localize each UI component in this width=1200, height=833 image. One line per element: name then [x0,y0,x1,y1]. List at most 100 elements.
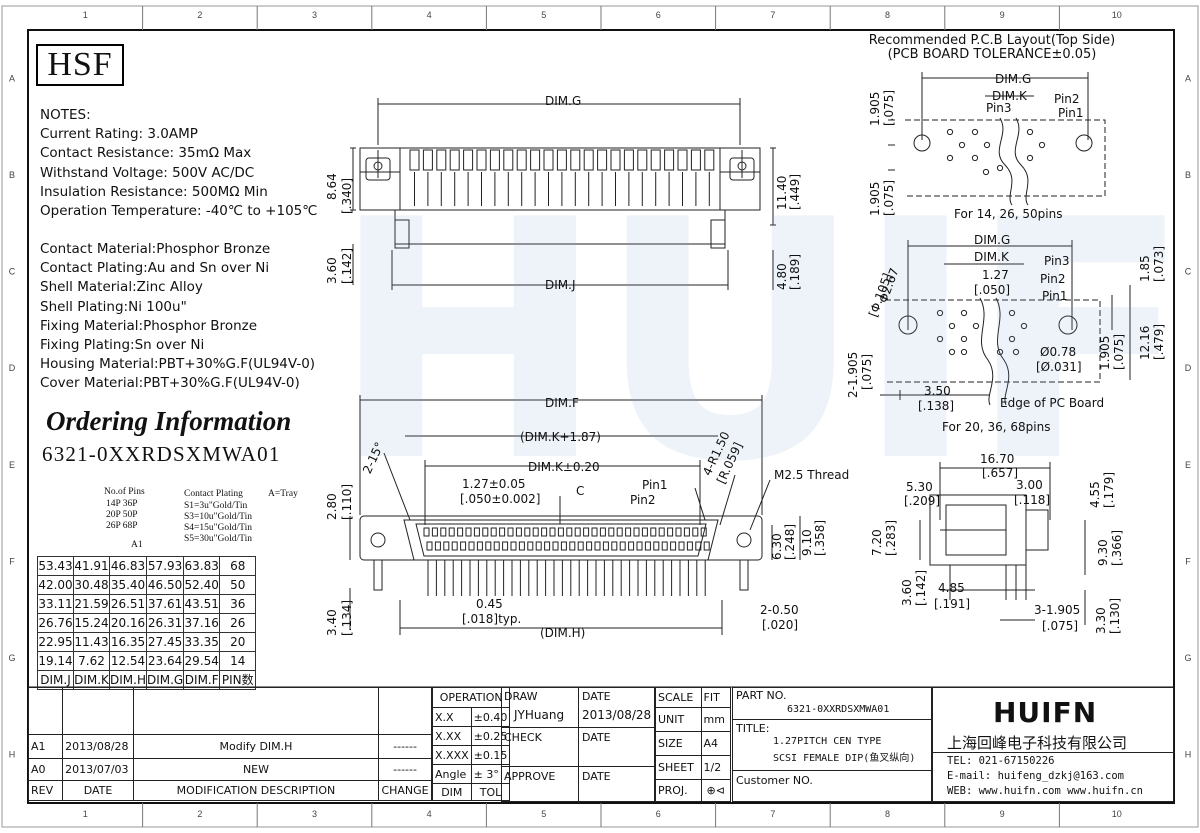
note-line: Operation Temperature: -40℃ to +105℃ [40,203,318,220]
dim-table-cell: 33.11 [37,594,74,614]
notes-heading: NOTES: [40,107,91,123]
dim-k-020: DIM.K±0.20 [528,460,600,474]
pcb-hole [971,154,979,162]
contact-slot [476,149,487,171]
contact-pin [625,527,632,537]
dim-table-cell: 26.51 [109,594,147,614]
contact-pin [577,541,584,551]
pcb-hole [1026,128,1034,136]
pcb-hole [982,168,990,176]
dim-table-cell: 19.14 [37,651,74,671]
contact-pin [465,527,472,537]
divider [502,766,656,767]
grid-col-label: 7 [770,10,775,20]
pcb1-075-a: [.075] [882,89,896,126]
check-label: CHECK [504,731,542,744]
pcb-hole [1026,154,1034,162]
contact-slot [436,149,447,171]
grid-col-label: 9 [1000,10,1005,20]
pcb2-pin1: Pin1 [1042,289,1068,303]
sheet-label: SHEET [655,755,702,780]
side-300: 3.00 [1016,478,1043,492]
notes-block: NOTES: Current Rating: 3.0AMP Contact Re… [40,106,317,221]
contact-pin [686,541,693,551]
grid-row-label: B [1185,170,1191,180]
note-line: Current Rating: 3.0AMP [40,126,198,143]
grid-col-label: 1 [83,809,88,819]
contact-pin [560,541,567,551]
contact-pin [457,527,464,537]
dim-280: 2.80 [325,493,339,520]
dim-910: 9.10 [800,529,814,556]
contact-pin [434,541,441,551]
dim-table-cell: 35.40 [109,575,147,595]
contact-pin [431,527,438,537]
grid-col-label: 8 [885,809,890,819]
pcb1-caption: For 14, 26, 50pins [954,207,1063,221]
contact-pin [569,541,576,551]
contact-pin [552,541,559,551]
grid-row-label: F [1185,556,1191,566]
side-366: [.366] [1110,529,1124,566]
contact-pin [451,541,458,551]
customer-label: Customer NO. [736,774,813,787]
dim-248: [.248] [783,523,797,560]
dim-table-header-cell: DIM.F [183,670,221,690]
sheet-value: 1/2 [700,755,732,780]
rev-desc-cell: Modify DIM.H [132,734,380,759]
contact-pin [633,527,640,537]
dim-table-header-cell: PIN数 [219,670,257,690]
dim-table-cell: 26.76 [37,613,74,633]
dim-table-cell: 52.40 [183,575,221,595]
contact-pin [532,527,539,537]
projection-icon: ⊕⊲ [700,779,732,802]
note-line: Withstand Voltage: 500V AC/DC [40,164,255,181]
rev-date-cell: 2013/08/28 [62,734,134,759]
contact-pin [490,527,497,537]
dim-k-187: (DIM.K+1.87) [520,430,601,444]
dim-table-cell: 42.00 [37,575,74,595]
material-line: Contact Material:Phosphor Bronze [40,241,271,257]
rev-desc-header: MODIFICATION DESCRIPTION [132,780,380,801]
pins-option: 14P 36P [106,499,138,509]
pcb-hole [958,141,966,149]
pcb-heading-line1: Recommended P.C.B Layout(Top Side) [868,33,1116,48]
pcb1-pin3: Pin3 [986,101,1012,115]
grid-col-label: 9 [1000,809,1005,819]
contact-pin [485,541,492,551]
pcb-hole [971,128,979,136]
contact-pin [583,527,590,537]
dim-020: [.020] [762,618,799,632]
pcb-hole [936,309,944,317]
contact-slot [664,149,675,171]
plating-option: S4=15u"Gold/Tin [184,523,253,533]
pcb-hole [936,335,944,343]
front-view-drawing [349,395,801,635]
contact-pin [535,541,542,551]
pcb-hole [1008,335,1016,343]
side-3-1905: 3-1.905 [1034,603,1081,617]
pcb2-phi031: [Ø.031] [1036,360,1082,374]
contact-pin [641,527,648,537]
dim-label: DIM [432,783,472,801]
contact-pin [524,527,531,537]
contact-slot [530,149,541,171]
side-283: [.283] [884,519,898,556]
contact-pin [566,527,573,537]
operation-label: OPERATION [431,687,511,708]
pcb2-073: [.073] [1152,245,1166,282]
dim-table-cell: 15.24 [73,613,110,633]
contact-pin [611,541,618,551]
rev-cell: A1 [27,734,64,759]
ordering-title: Ordering Information [46,406,292,436]
rev-cell: A0 [27,758,64,781]
plating-option: S3=10u"Gold/Tin [184,512,253,522]
rev-header: REV [27,780,64,801]
contact-pin [423,527,430,537]
tol-val: ± 3° [470,764,511,784]
pcb2-479: [.479] [1152,323,1166,360]
scale-label: SCALE [655,687,702,708]
dim-table-cell: 20 [219,632,257,652]
